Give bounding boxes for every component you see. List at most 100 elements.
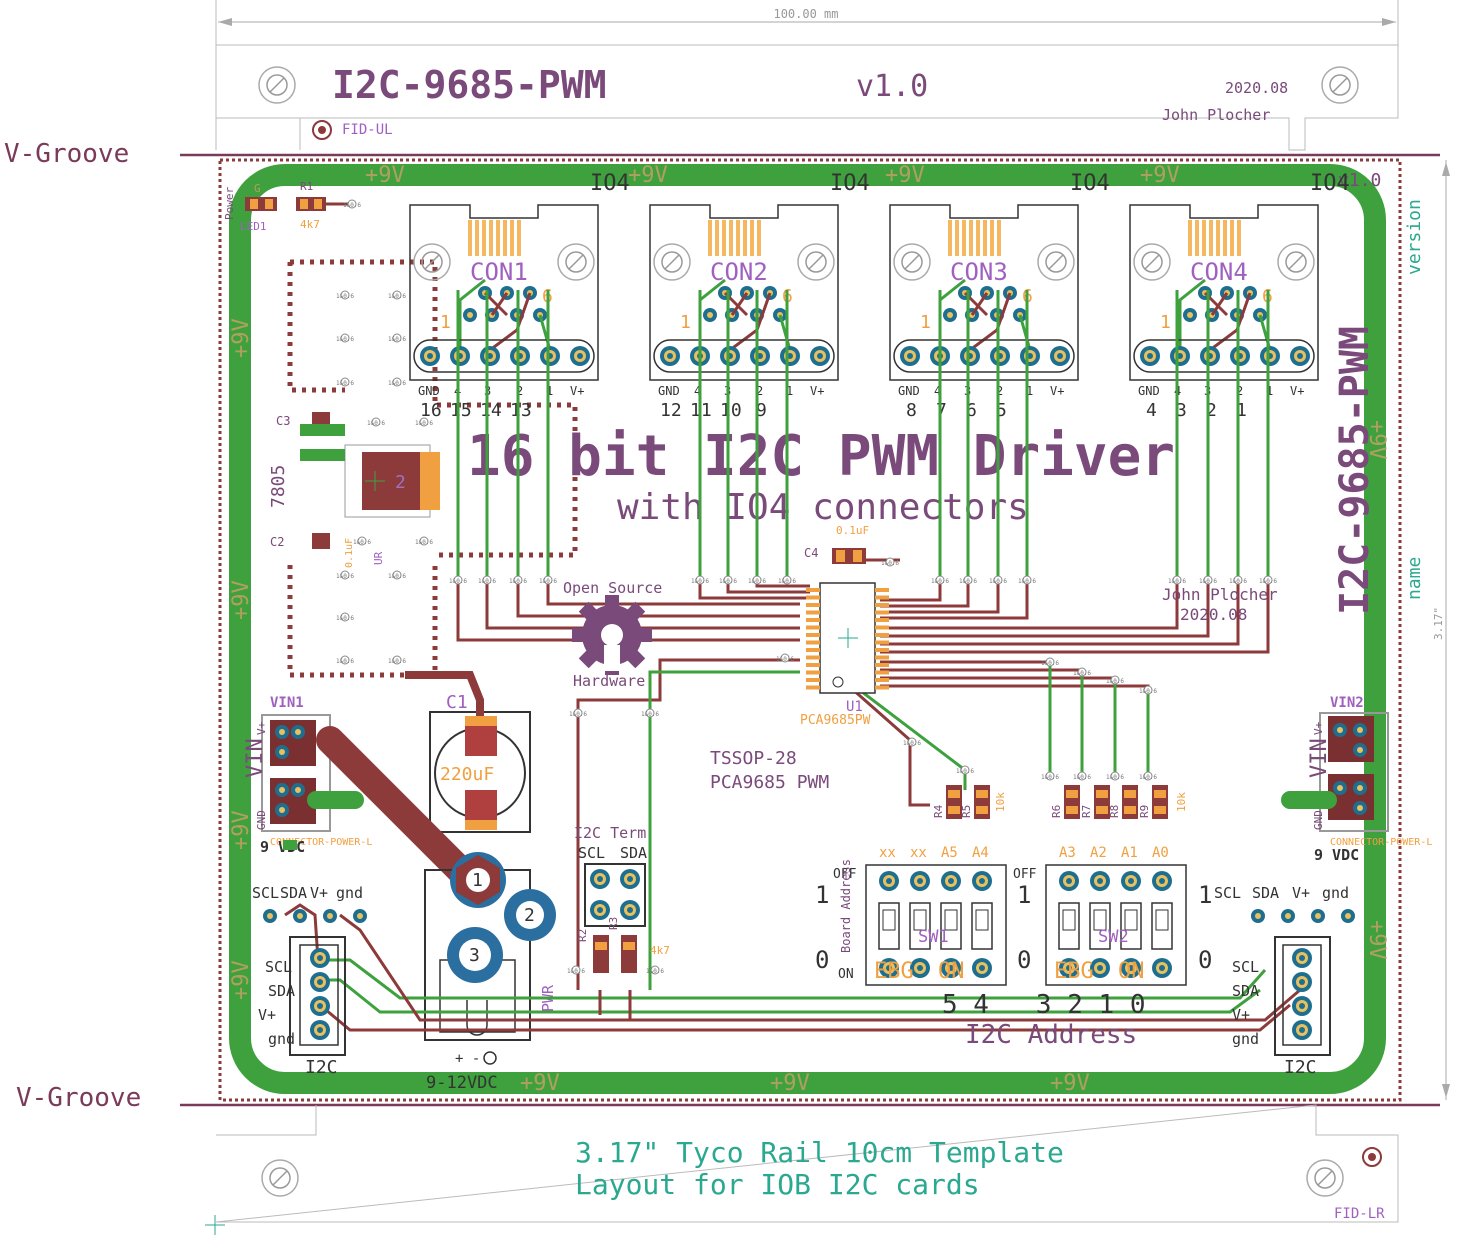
vgroove-label-bottom: V-Groove — [16, 1083, 141, 1113]
i2c-header-label: V+ — [1292, 884, 1310, 902]
switch-bit-label: xx — [879, 845, 896, 861]
term-r3: R3 — [607, 917, 620, 930]
voltage-regulator: C3 C2 0.1uF 2 7805 UR — [268, 412, 440, 568]
mount-hole-icon — [258, 66, 296, 104]
connector-pin-label: GND — [1138, 384, 1160, 398]
switch-one: 1 — [1198, 881, 1212, 909]
bottom-rail: FID-LR 3.17" Tyco Rail 10cm Template Lay… — [205, 1104, 1399, 1235]
switch-zero: 0 — [1017, 946, 1031, 974]
switch-on-mark: ON — [938, 959, 965, 984]
c4-label: C4 — [804, 546, 818, 560]
barrel-p3: 3 — [469, 945, 480, 966]
power-led: Power G LED1 R1 4k7 — [223, 180, 362, 233]
switch-toggle[interactable] — [1058, 902, 1080, 950]
regulator-ref: UR — [372, 551, 385, 565]
regulator-pin: 2 — [395, 472, 406, 493]
switch-bit-label: A3 — [1059, 845, 1076, 861]
switch-toggle[interactable] — [1089, 902, 1111, 950]
connector-pin-label: 2 — [516, 384, 523, 398]
headline: 16 bit I2C PWM Driver — [467, 424, 1175, 489]
capacitor-c1: C1 220uF — [405, 671, 531, 833]
plus9v-label: +9V — [628, 163, 668, 188]
switch-bit-label: A5 — [941, 845, 958, 861]
barrel-p1: 1 — [472, 870, 483, 891]
resistor-label: R8 — [1108, 805, 1121, 818]
ic-description: PCA9685 PWM — [710, 772, 829, 793]
c3-label: C3 — [276, 414, 290, 428]
led1-label: LED1 — [240, 220, 267, 233]
connector-channel-number: 9 — [756, 400, 767, 421]
polarity-icon — [483, 1051, 497, 1065]
connector-channel-number: 2 — [1206, 400, 1217, 421]
i2c-pin-label: SDA — [1232, 982, 1259, 1000]
plus9v-label: +9V — [229, 318, 254, 358]
vin2-name: VIN2 — [1330, 695, 1364, 711]
plus9v-label: +9V — [520, 1071, 560, 1096]
ic-u1: U1 PCA9685PW TSSOP-28 PCA9685 PWM — [710, 582, 889, 793]
connector-header: IO4 — [1070, 171, 1110, 196]
board-version: v1.0 — [856, 69, 928, 104]
connector-pin-label: GND — [418, 384, 440, 398]
resistor-value: 10k — [1175, 792, 1188, 812]
switch-on-mark: ON — [1118, 959, 1145, 984]
switch-toggle[interactable] — [940, 902, 962, 950]
switch-toggle[interactable] — [878, 902, 900, 950]
i2c-header-label: SCL — [1214, 884, 1241, 902]
term-r2: R2 — [576, 929, 589, 942]
connector-pin-label: V+ — [570, 384, 584, 398]
i2c-pin-label: V+ — [1232, 1006, 1250, 1024]
switch-off-label: OFF — [1013, 867, 1037, 882]
i2c-header-label: V+ — [310, 884, 328, 902]
plus9v-label: +9V — [770, 1071, 810, 1096]
plus9v-label: +9V — [365, 163, 405, 188]
switch-toggle[interactable] — [909, 902, 931, 950]
connector-channel-number: 12 — [660, 400, 682, 421]
top-rail: FID-UL I2C-9685-PWM v1.0 2020.08 John Pl… — [215, 44, 1399, 151]
i2c-header-label: gnd — [336, 884, 363, 902]
switch-name: SW1 — [918, 927, 949, 947]
fiducial-icon — [1362, 1147, 1382, 1167]
connector-pin-label: 4 — [694, 384, 701, 398]
vin1-volt: 9 VDC — [260, 838, 305, 856]
template-line2: Layout for IOB I2C cards — [575, 1168, 980, 1201]
connector-name: CON2 — [710, 258, 768, 286]
plus9v-label: +9V — [1050, 1071, 1090, 1096]
connector-pin-label: 1 — [546, 384, 553, 398]
i2c-pin-label: gnd — [268, 1030, 295, 1048]
resistor-label: R9 — [1138, 805, 1151, 818]
vin1-connector: VIN1 VIN V+ GND CONNECTOR-POWER-L 9 VDC — [243, 695, 372, 856]
switch-toggle[interactable] — [1151, 902, 1173, 950]
osh-bottom: Hardware — [573, 672, 645, 690]
gear-icon — [572, 595, 652, 675]
switch-zero: 0 — [815, 946, 829, 974]
vin2-connector: VIN2 VIN V+ GND CONNECTOR-POWER-L 9 VDC — [1281, 695, 1432, 864]
mount-hole-icon — [1306, 1159, 1344, 1197]
switch-toggle[interactable] — [971, 902, 993, 950]
vin2-vin: VIN — [1307, 738, 1332, 778]
i2c-terminator: I2C Term SCL SDA R2 R3 4k7 — [566, 824, 670, 976]
resistor-value: 10k — [994, 792, 1007, 812]
dimension-label: 100.00 mm — [773, 7, 838, 21]
barrel-jack: 1 2 3 9-12VDC + - PWR — [316, 726, 557, 1093]
vin1-vplus: V+ — [255, 721, 268, 735]
term-value: 4k7 — [650, 944, 670, 957]
vin2-conn: CONNECTOR-POWER-L — [1330, 837, 1432, 848]
vin1-name: VIN1 — [270, 695, 304, 711]
connector-pin-label: V+ — [1290, 384, 1304, 398]
resistor-label: R4 — [932, 804, 945, 818]
switch-zero: 0 — [1198, 946, 1212, 974]
connector-channel-number: 14 — [480, 400, 502, 421]
vin2-gnd: GND — [1312, 810, 1325, 830]
i2c-left-name: I2C — [305, 1057, 338, 1078]
i2c-pin-label: SCL — [265, 958, 292, 976]
switch-toggle[interactable] — [1120, 902, 1142, 950]
connector-channel-number: 5 — [996, 400, 1007, 421]
i2c-pin-label: gnd — [1232, 1030, 1259, 1048]
connector-pin-label: 2 — [996, 384, 1003, 398]
connector-name: CON1 — [470, 258, 528, 286]
fiducial-label: FID-UL — [342, 122, 393, 138]
vin1-gnd: GND — [255, 810, 268, 830]
